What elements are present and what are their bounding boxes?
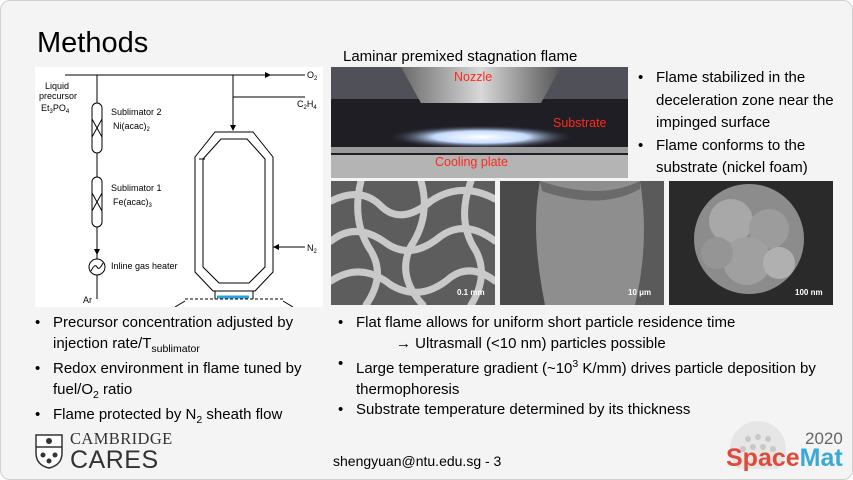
bullet-substrate-temperature: Substrate temperature determined by its …	[336, 400, 816, 421]
label-niacac: Ni(acac)2	[113, 121, 151, 133]
scale-bar-1: 0.1 mm	[457, 288, 485, 297]
label-o2: O2	[307, 70, 318, 82]
label-heater: Inline gas heater	[111, 261, 178, 271]
apparatus-diagram: Liquid precursor Et3PO4 Sublimator 2 Ni(…	[35, 67, 323, 307]
label-sublimator-1: Sublimator 1	[111, 183, 162, 193]
slide-title: Methods	[37, 27, 149, 59]
bullet-flat-flame: Flat flame allows for uniform short part…	[336, 313, 816, 354]
bullet-redox-environment: Redox environment in flame tuned by fuel…	[33, 359, 333, 405]
flame-photo: Nozzle Substrate Cooling plate	[331, 67, 628, 178]
scale-bar-3: 100 nm	[795, 288, 823, 297]
sub-bullet-ultrasmall: → Ultrasmall (<10 nm) particles possible	[396, 334, 666, 352]
sem-image-nanoparticles: 100 nm	[669, 181, 833, 305]
label-ar: Ar	[83, 295, 92, 305]
footer-email: shengyuan@ntu.edu.sg - 3	[333, 453, 502, 469]
bullet-temperature-gradient: Large temperature gradient (~103 K/mm) d…	[336, 354, 816, 400]
right-bullets: Flame stabilized in the deceleration zon…	[636, 67, 846, 180]
spacemat-sphere-icon	[730, 421, 786, 469]
bullet-n2-sheath: Flame protected by N2 sheath flow	[33, 405, 333, 431]
label-et3po4: Et3PO4	[41, 103, 70, 115]
sem-image-surface: 10 μm	[500, 181, 664, 305]
label-liquid: Liquid	[45, 81, 69, 91]
arrow-icon: →	[396, 334, 411, 352]
mid-bullets: Flat flame allows for uniform short part…	[336, 313, 816, 421]
bullet-precursor-concentration: Precursor concentration adjusted by inje…	[33, 313, 333, 359]
left-bullets: Precursor concentration adjusted by inje…	[33, 313, 333, 431]
crest-icon	[35, 434, 63, 469]
bullet-flame-conforms: Flame conforms to the substrate (nickel …	[636, 135, 846, 180]
scale-bar-2: 10 μm	[628, 288, 652, 297]
label-feacac: Fe(acac)3	[113, 197, 153, 209]
sem-image-foam: 0.1 mm	[331, 181, 495, 305]
substrate-label: Substrate	[553, 116, 607, 130]
label-c2h4: C2H4	[297, 99, 317, 111]
photo-caption: Laminar premixed stagnation flame	[343, 48, 578, 65]
nozzle-label: Nozzle	[454, 70, 493, 84]
spacemat-year: 2020	[805, 429, 843, 448]
spacemat-logo: SpaceMat	[726, 444, 843, 472]
cooling-plate-label: Cooling plate	[435, 155, 508, 169]
cambridge-cares-logo: CAMBRIDGE CARES	[34, 429, 184, 474]
label-sublimator-2: Sublimator 2	[111, 107, 162, 117]
bullet-flame-stabilized: Flame stabilized in the deceleration zon…	[636, 67, 846, 135]
label-precursor: precursor	[39, 91, 77, 101]
label-n2: N2	[307, 243, 318, 255]
